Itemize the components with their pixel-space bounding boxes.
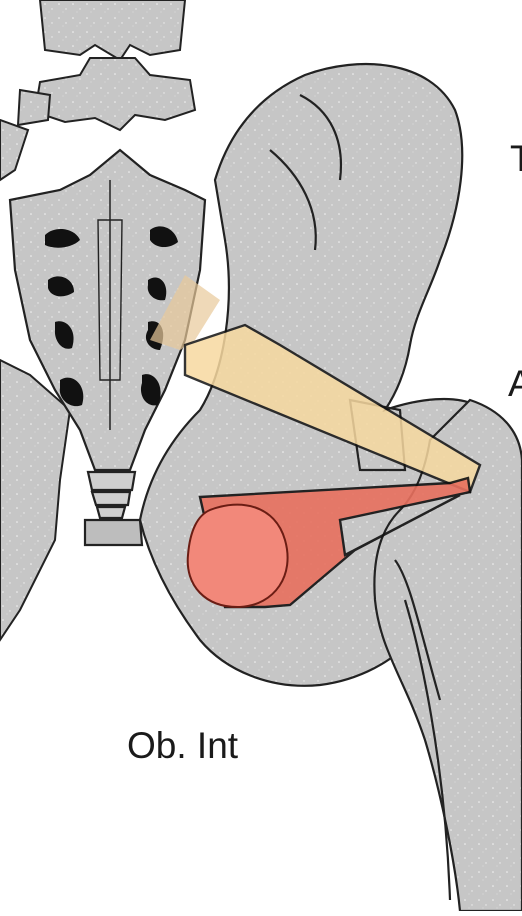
- cropped-label-top: T: [510, 140, 522, 177]
- obturator-internus-label: Ob. Int: [127, 727, 238, 764]
- lumbar-spine: [18, 0, 195, 130]
- cropped-label-middle: A: [508, 365, 522, 402]
